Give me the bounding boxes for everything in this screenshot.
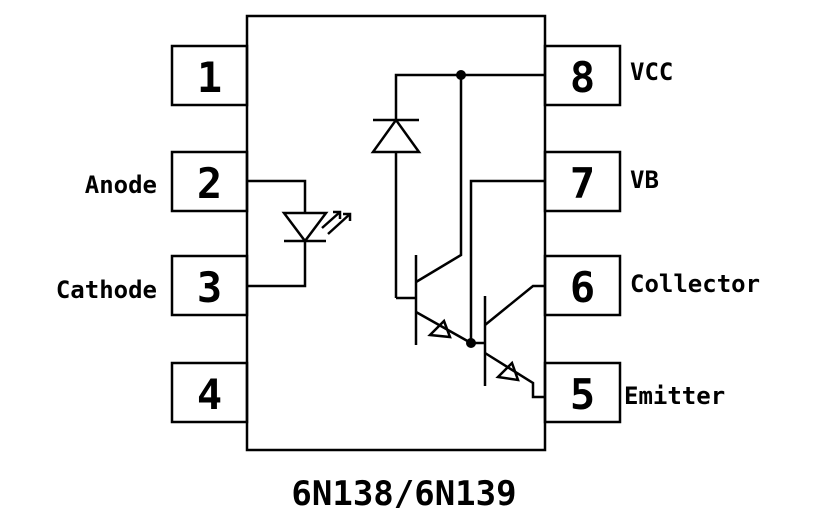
anode-wire bbox=[247, 179, 307, 213]
pin-4-number: 4 bbox=[197, 370, 222, 419]
pin-5: 5 Emitter bbox=[543, 361, 725, 424]
transistor-1-emitter-arrow bbox=[427, 318, 452, 339]
light-emission-arrows bbox=[321, 210, 352, 235]
vb-wire bbox=[469, 179, 545, 343]
pin-2-number: 2 bbox=[197, 159, 222, 208]
led-triangle bbox=[281, 211, 329, 244]
pin-2: 2 Anode bbox=[85, 150, 249, 213]
pin-2-label: Anode bbox=[85, 171, 157, 199]
pin-3-label: Cathode bbox=[56, 276, 157, 304]
pin-1-number: 1 bbox=[197, 53, 222, 102]
pin-6-number: 6 bbox=[570, 263, 595, 312]
pin-4-box bbox=[170, 361, 249, 424]
pin-6: 6 Collector bbox=[543, 254, 760, 317]
pin-8-number: 8 bbox=[570, 53, 595, 102]
pin-8-label: VCC bbox=[630, 58, 673, 86]
ic-package-body bbox=[245, 14, 547, 452]
photodiode-triangle bbox=[370, 117, 422, 154]
pin-8: 8 VCC bbox=[543, 44, 673, 107]
cathode-wire bbox=[247, 241, 307, 288]
led-symbol bbox=[247, 179, 352, 288]
transistor-2-emitter-arrow bbox=[495, 360, 520, 382]
pin-3: 3 Cathode bbox=[56, 254, 249, 317]
vcc-wire bbox=[394, 73, 545, 120]
transistor-1-symbol bbox=[396, 75, 476, 348]
pin-3-number: 3 bbox=[197, 263, 222, 312]
transistor-2-emitter bbox=[484, 351, 545, 399]
pin-1-box bbox=[170, 44, 249, 107]
pin-5-number: 5 bbox=[570, 370, 595, 419]
pin-5-label: Emitter bbox=[624, 382, 725, 410]
pin-7-label: VB bbox=[630, 166, 659, 194]
pin-5-box bbox=[543, 361, 622, 424]
pin-6-label: Collector bbox=[630, 270, 760, 298]
pin-1: 1 bbox=[170, 44, 249, 107]
pin-7-number: 7 bbox=[570, 159, 595, 208]
transistor-1-collector bbox=[415, 75, 463, 284]
transistor-1-emitter bbox=[415, 310, 472, 345]
transistor-2-collector bbox=[484, 284, 545, 326]
photodiode-symbol bbox=[370, 70, 545, 298]
part-title: 6N138/6N139 bbox=[291, 474, 516, 514]
pin-7: 7 VB bbox=[543, 150, 659, 213]
transistor-2-symbol bbox=[469, 179, 545, 399]
pin-4: 4 bbox=[170, 361, 249, 424]
